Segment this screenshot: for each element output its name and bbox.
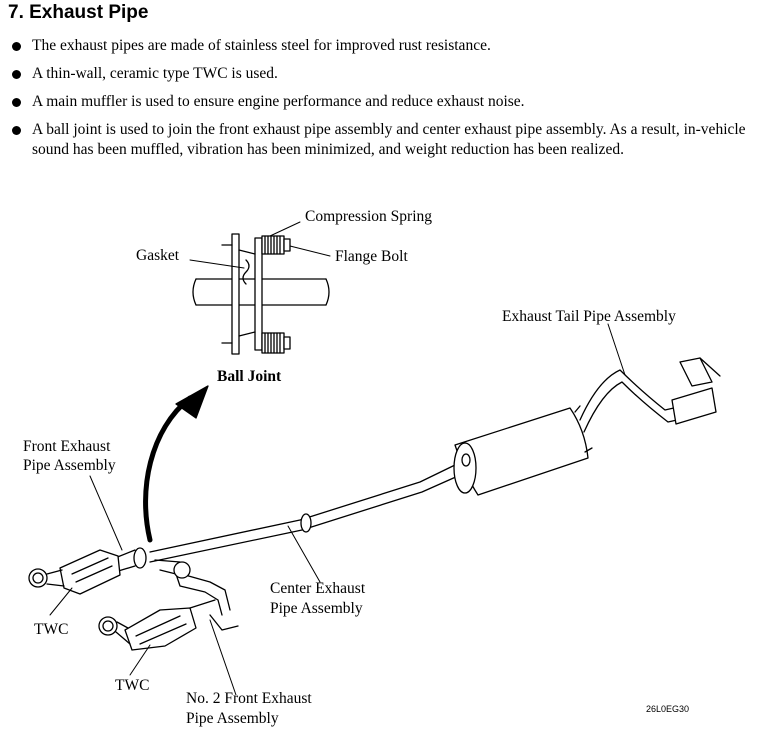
- label-exhaust-tail-pipe: Exhaust Tail Pipe Assembly: [502, 308, 676, 325]
- label-center-exhaust-line1: Center Exhaust: [270, 580, 366, 597]
- bullet-text: A main muffler is used to ensure engine …: [32, 93, 525, 110]
- label-no2-front-line1: No. 2 Front Exhaust: [186, 690, 312, 707]
- exhaust-system-drawing: [28, 221, 721, 696]
- bullet-list: The exhaust pipes are made of stainless …: [10, 36, 765, 168]
- section-title: 7. Exhaust Pipe: [8, 2, 149, 23]
- bullet-item: A thin-wall, ceramic type TWC is used.: [10, 64, 765, 84]
- figure-code: 26L0EG30: [646, 704, 690, 714]
- bullet-dot-icon: [12, 98, 21, 107]
- bullet-dot-icon: [12, 126, 21, 135]
- exhaust-assembly: [28, 357, 721, 651]
- ball-joint-detail: [189, 221, 331, 355]
- bullet-text: A ball joint is used to join the front e…: [32, 121, 746, 158]
- bullet-text: A thin-wall, ceramic type TWC is used.: [32, 65, 278, 82]
- label-twc-front: TWC: [34, 621, 69, 638]
- leader-lines: [49, 323, 626, 696]
- label-no2-front-line2: Pipe Assembly: [186, 710, 279, 727]
- label-compression-spring: Compression Spring: [305, 208, 433, 225]
- label-front-exhaust-line2: Pipe Assembly: [23, 457, 116, 474]
- bullet-dot-icon: [12, 70, 21, 79]
- bullet-item: A main muffler is used to ensure engine …: [10, 92, 765, 112]
- label-front-exhaust-line1: Front Exhaust: [23, 438, 111, 455]
- bullet-item: A ball joint is used to join the front e…: [10, 120, 765, 160]
- label-ball-joint: Ball Joint: [217, 368, 282, 385]
- bullet-item: The exhaust pipes are made of stainless …: [10, 36, 765, 56]
- label-gasket: Gasket: [136, 247, 180, 264]
- bullet-dot-icon: [12, 42, 21, 51]
- label-twc-no2: TWC: [115, 677, 150, 694]
- label-flange-bolt: Flange Bolt: [335, 248, 408, 265]
- label-center-exhaust-line2: Pipe Assembly: [270, 600, 363, 617]
- bullet-text: The exhaust pipes are made of stainless …: [32, 37, 491, 54]
- arrow-icon: [143, 395, 193, 543]
- exhaust-system-figure: Compression Spring Gasket Flange Bolt Ba…: [0, 190, 769, 741]
